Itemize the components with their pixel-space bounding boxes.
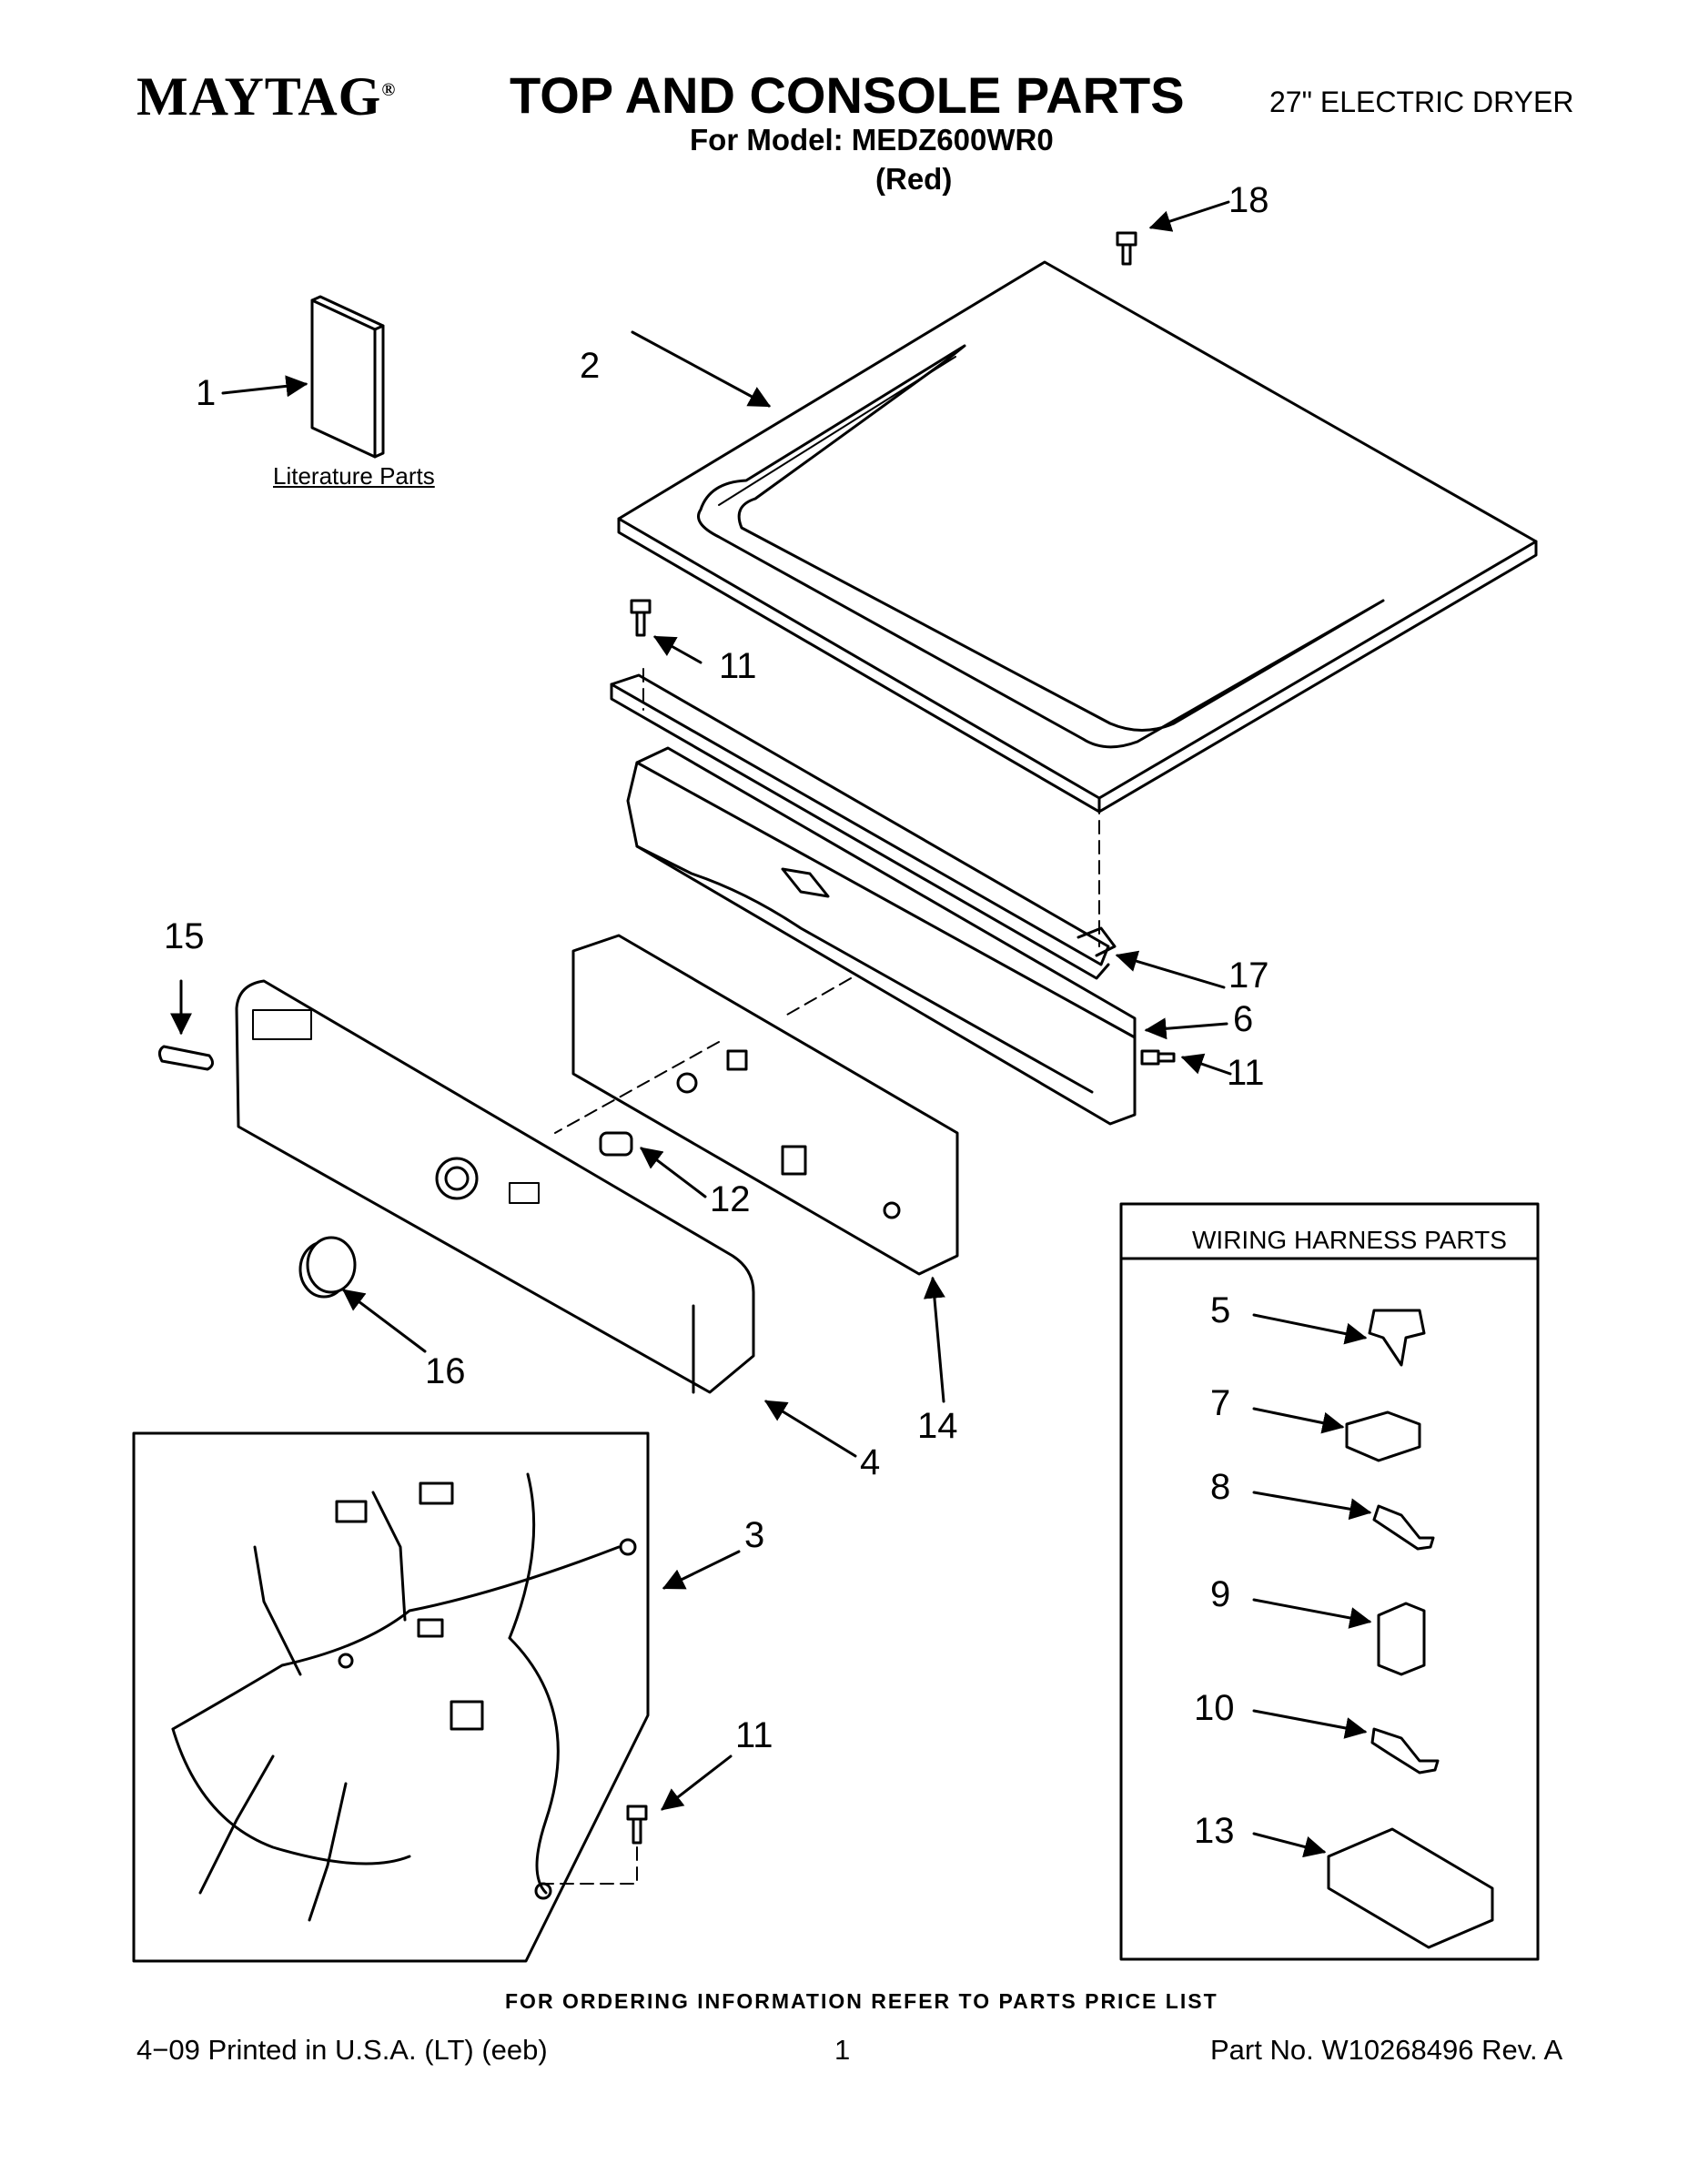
callout-9: 9 — [1210, 1574, 1231, 1614]
callout-4: 4 — [860, 1442, 881, 1482]
console-bracket-illustration — [610, 673, 1117, 980]
callout-11-lower: 11 — [735, 1715, 773, 1755]
control-board-illustration — [571, 934, 959, 1276]
brand-name: MAYTAG — [136, 66, 382, 126]
screw-11-top-illustration — [630, 599, 652, 637]
wiring-harness-parts-title: WIRING HARNESS PARTS — [1192, 1226, 1507, 1254]
callout-13: 13 — [1194, 1811, 1235, 1851]
callout-8: 8 — [1210, 1467, 1231, 1507]
top-panel-illustration — [617, 260, 1538, 814]
color-variant: (Red) — [875, 162, 953, 196]
alignment-guides — [545, 668, 1100, 1885]
wiring-harness-diagram-box — [132, 1431, 650, 1963]
knob-illustration — [298, 1236, 357, 1299]
brand-logo: MAYTAG® — [136, 66, 396, 128]
callout-15: 15 — [164, 916, 205, 956]
callout-12: 12 — [710, 1179, 751, 1219]
callout-2: 2 — [580, 346, 601, 386]
callout-18: 18 — [1228, 180, 1269, 220]
callout-3: 3 — [744, 1515, 765, 1555]
button-illustration — [599, 1131, 633, 1157]
callout-14: 14 — [917, 1406, 958, 1446]
callout-leaders — [170, 200, 1372, 1858]
callout-11-top: 11 — [719, 646, 757, 686]
literature-booklet-illustration — [310, 295, 385, 459]
wiring-harness-parts-box — [1119, 1202, 1540, 1961]
screw-11-side-illustration — [1140, 1049, 1176, 1066]
model-number: For Model: MEDZ600WR0 — [690, 123, 1054, 157]
callout-17: 17 — [1228, 956, 1269, 996]
page-title: TOP AND CONSOLE PARTS — [510, 66, 1185, 124]
part-number: Part No. W10268496 Rev. A — [1210, 2034, 1563, 2066]
screw-11-lower-illustration — [626, 1805, 648, 1845]
callout-16: 16 — [425, 1351, 466, 1391]
callout-10: 10 — [1194, 1688, 1235, 1728]
ordering-note: FOR ORDERING INFORMATION REFER TO PARTS … — [505, 1989, 1218, 2013]
console-support-illustration — [626, 746, 1137, 1126]
badge-illustration — [157, 1045, 214, 1071]
page-number: 1 — [834, 2034, 851, 2066]
callout-11-side: 11 — [1227, 1053, 1265, 1093]
screw-18-illustration — [1116, 231, 1137, 266]
callout-5: 5 — [1210, 1290, 1231, 1330]
registered-mark: ® — [381, 80, 397, 100]
literature-parts-label: Literature Parts — [273, 462, 435, 490]
product-type: 27" ELECTRIC DRYER — [1269, 86, 1574, 118]
callout-1: 1 — [196, 373, 217, 413]
callout-7: 7 — [1210, 1383, 1231, 1423]
callout-6: 6 — [1233, 999, 1254, 1039]
console-panel-illustration — [235, 979, 755, 1394]
print-info: 4−09 Printed in U.S.A. (LT) (eeb) — [136, 2034, 548, 2066]
